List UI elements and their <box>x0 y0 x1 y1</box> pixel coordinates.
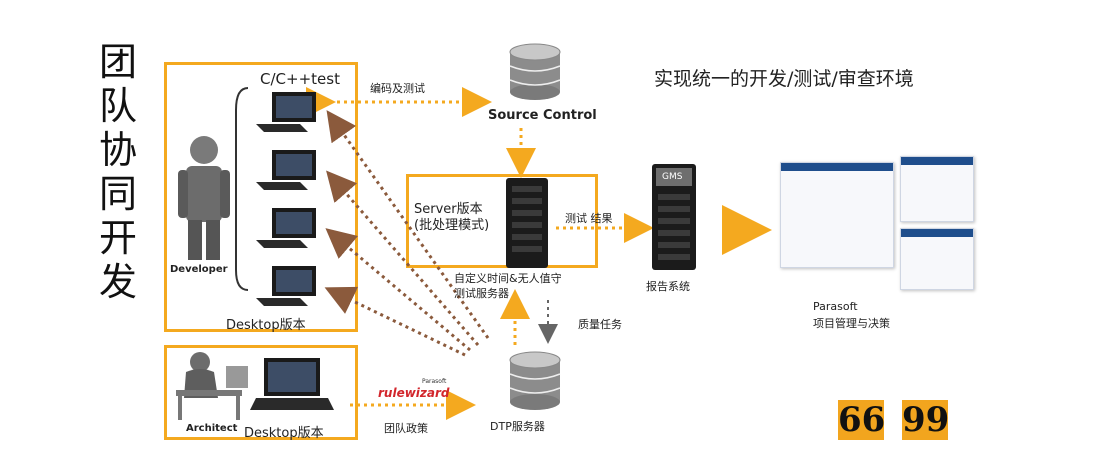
architect-figure-icon <box>176 352 248 420</box>
report-system-label: 报告系统 <box>646 280 690 293</box>
dashboard-header-bar <box>901 229 973 237</box>
dashboard-panel-main <box>780 162 894 268</box>
parasoft-label-line2: 项目管理与决策 <box>813 317 890 330</box>
server-caption-line1: 自定义时间&无人值守 <box>454 272 562 285</box>
cpptest-label: C/C++test <box>260 70 340 88</box>
logo-right: 99 <box>902 400 950 440</box>
architect-label: Architect <box>186 423 238 434</box>
desktop-bottom-label: Desktop版本 <box>244 426 324 441</box>
rulewizard-label: rulewizard <box>378 386 450 400</box>
server-label-line1: Server版本 <box>414 202 483 217</box>
pc-feedback-arrows <box>324 110 490 357</box>
desktop-pc-icon-2 <box>256 150 316 190</box>
parasoft-label-line1: Parasoft <box>813 300 858 313</box>
gms-badge: GMS <box>662 172 683 182</box>
report-system-tower-icon <box>652 164 696 270</box>
logo-left: 66 <box>838 400 886 440</box>
dtp-server-label: DTP服务器 <box>490 420 545 433</box>
laptop-icon <box>250 358 334 410</box>
title-char: 开 <box>98 216 137 260</box>
source-control-database-icon <box>509 43 561 100</box>
quality-tasks-label: 质量任务 <box>578 318 622 331</box>
arrow-to-pc-3 <box>325 228 471 352</box>
developer-label: Developer <box>170 264 228 275</box>
server-label-line2: (批处理模式) <box>414 218 490 233</box>
desktop-pc-icon-1 <box>256 92 316 132</box>
test-results-label: 测试 结果 <box>565 212 613 225</box>
arrow-to-pc-2 <box>326 170 480 346</box>
team-policy-label: 团队政策 <box>384 422 428 435</box>
title-char: 队 <box>98 84 137 128</box>
dashboard-panel-bottom-right <box>900 228 974 290</box>
dashboard-header-bar <box>781 163 893 171</box>
coding-testing-label: 编码及测试 <box>370 82 425 95</box>
developer-bracket <box>235 87 249 291</box>
desktop-pc-icon-4 <box>256 266 316 306</box>
title-char: 协 <box>98 128 137 172</box>
architect-box <box>164 345 358 440</box>
desktop-pc-icon-3 <box>256 208 316 248</box>
title-char: 同 <box>98 172 137 216</box>
vertical-title: 团 队 协 同 开 发 <box>96 40 140 304</box>
server-box <box>406 174 598 268</box>
source-control-label: Source Control <box>488 108 597 123</box>
rulewizard-brand: Parasoft <box>422 378 447 385</box>
page-heading: 实现统一的开发/测试/审查环境 <box>654 68 914 90</box>
arrow-to-pc-4 <box>324 286 466 357</box>
dtp-database-icon <box>509 351 561 410</box>
desktop-top-label: Desktop版本 <box>226 318 306 333</box>
developer-figure-icon <box>178 136 230 260</box>
server-tower-icon <box>506 178 548 268</box>
title-char: 发 <box>98 260 137 304</box>
server-caption-line2: 测试服务器 <box>454 287 509 300</box>
title-char: 团 <box>98 40 137 84</box>
dashboard-panel-top-right <box>900 156 974 222</box>
dashboard-header-bar <box>901 157 973 165</box>
